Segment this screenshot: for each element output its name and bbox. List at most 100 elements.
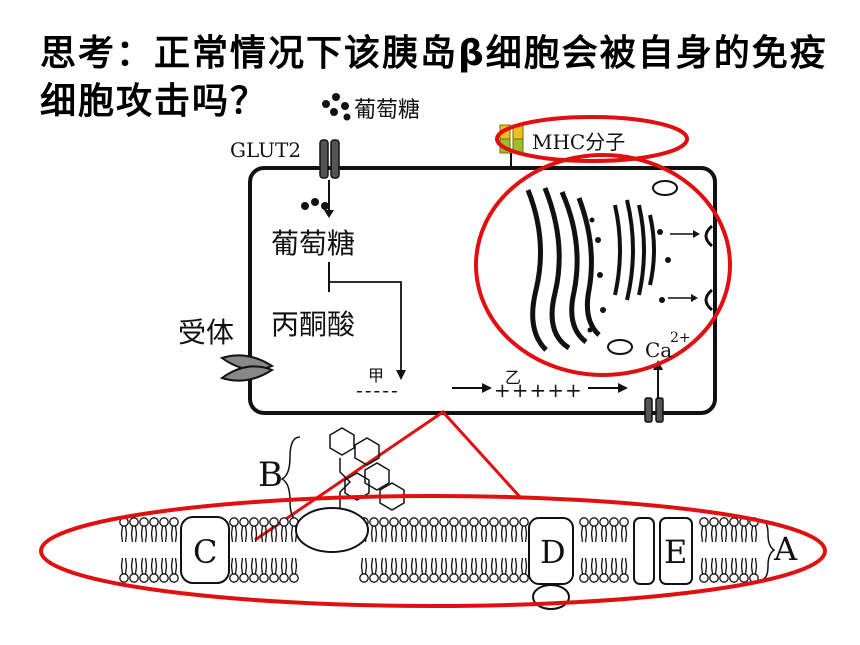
phospholipid-tail (360, 557, 364, 575)
protein-E-right (659, 517, 693, 585)
phospholipid-tail (720, 525, 724, 543)
phospholipid-tail (284, 557, 288, 575)
phospholipid-head (489, 517, 499, 527)
phospholipid-head (459, 517, 469, 527)
phospholipid-tail (380, 557, 384, 575)
phospholipid-tail (604, 525, 608, 543)
phospholipid-head (239, 573, 249, 583)
glycoprotein-head (295, 507, 369, 553)
phospholipid-head (589, 573, 599, 583)
phospholipid-tail (160, 557, 164, 575)
phospholipid-tail (444, 557, 448, 575)
phospholipid-tail (264, 525, 268, 543)
phospholipid-head (739, 573, 749, 583)
phospholipid-tail (230, 557, 234, 575)
phospholipid-head (229, 573, 239, 583)
label-glucose-inside: 葡萄糖 (271, 227, 356, 260)
phospholipid-head (699, 517, 709, 527)
phospholipid-tail (424, 525, 428, 543)
phospholipid-head (259, 517, 269, 527)
mitochondrion-top (652, 180, 678, 196)
phospholipid-tail (230, 525, 234, 543)
phospholipid-tail (374, 557, 378, 575)
phospholipid-tail (434, 557, 438, 575)
phospholipid-tail (430, 557, 434, 575)
phospholipid-tail (164, 525, 168, 543)
phospholipid-tail (170, 557, 174, 575)
phospholipid-tail (464, 557, 468, 575)
phospholipid-tail (270, 557, 274, 575)
phospholipid-head (589, 517, 599, 527)
phospholipid-tail (744, 557, 748, 575)
phospholipid-tail (394, 557, 398, 575)
phospholipid-tail (280, 525, 284, 543)
phospholipid-tail (730, 557, 734, 575)
phospholipid-tail (274, 557, 278, 575)
phospholipid-tail (430, 525, 434, 543)
endoplasmic-reticulum (525, 187, 601, 352)
phospholipid-tail (164, 557, 168, 575)
phospholipid-tail (174, 525, 178, 543)
protein-E-left (633, 517, 655, 585)
phospholipid-tail (404, 525, 408, 543)
membrane-highlight-circle (39, 494, 827, 608)
phospholipid-head (289, 573, 299, 583)
phospholipid-tail (500, 525, 504, 543)
phospholipid-head (429, 517, 439, 527)
phospholipid-head (129, 573, 139, 583)
brace-B (280, 436, 301, 522)
phospholipid-head (489, 573, 499, 583)
phospholipid-tail (480, 525, 484, 543)
phospholipid-head (149, 573, 159, 583)
phospholipid-tail (424, 557, 428, 575)
phospholipid-tail (484, 525, 488, 543)
phospholipid-tail (140, 525, 144, 543)
phospholipid-tail (284, 525, 288, 543)
phospholipid-tail (594, 557, 598, 575)
phospholipid-head (719, 517, 729, 527)
phospholipid-tail (434, 525, 438, 543)
phospholipid-tail (614, 525, 618, 543)
phospholipid-tail (470, 557, 474, 575)
phospholipid-tail (520, 525, 524, 543)
phospholipid-tail (174, 557, 178, 575)
phospholipid-tail (130, 525, 134, 543)
brace-A (759, 519, 776, 581)
phospholipid-tail (294, 557, 298, 575)
phospholipid-tail (234, 525, 238, 543)
phospholipid-head (479, 573, 489, 583)
phospholipid-tail (450, 557, 454, 575)
label-E: E (664, 533, 688, 571)
phospholipid-tail (150, 525, 154, 543)
phospholipid-tail (440, 557, 444, 575)
phospholipid-tail (700, 557, 704, 575)
phospholipid-head (139, 517, 149, 527)
phospholipid-head (709, 517, 719, 527)
phospholipid-tail (620, 557, 624, 575)
label-calcium-charge: 2+ (670, 330, 691, 346)
phospholipid-tail (484, 557, 488, 575)
receptor-protein (219, 354, 275, 382)
phospholipid-head (719, 573, 729, 583)
phospholipid-tail (444, 525, 448, 543)
phospholipid-head (579, 573, 589, 583)
phospholipid-tail (410, 525, 414, 543)
phospholipid-head (119, 573, 129, 583)
phospholipid-tail (120, 557, 124, 575)
phospholipid-head (599, 573, 609, 583)
phospholipid-tail (124, 525, 128, 543)
label-glut2: GLUT2 (230, 138, 302, 162)
phospholipid-tail (134, 525, 138, 543)
phospholipid-tail (494, 525, 498, 543)
phospholipid-tail (524, 525, 528, 543)
phospholipid-head (499, 517, 509, 527)
phospholipid-head (509, 573, 519, 583)
phospholipid-tail (234, 557, 238, 575)
calcium-channel (644, 397, 664, 423)
phospholipid-tail (264, 557, 268, 575)
phospholipid-tail (454, 525, 458, 543)
phospholipid-head (509, 517, 519, 527)
phospholipid-tail (254, 525, 258, 543)
glycan-chain (329, 427, 405, 512)
